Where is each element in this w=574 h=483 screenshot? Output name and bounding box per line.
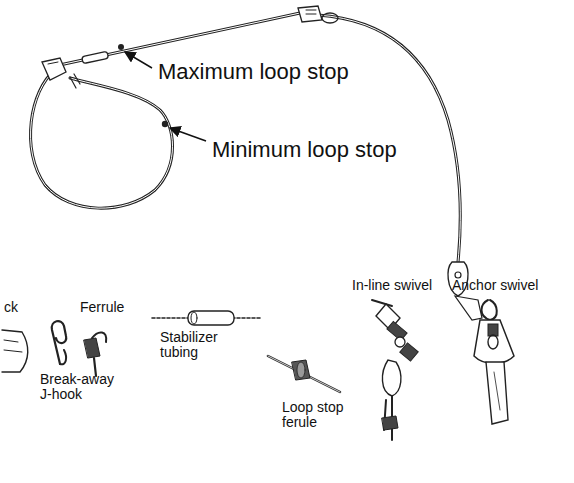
part-label: In-line swivel [352, 278, 432, 293]
callout-label: Maximum loop stop [158, 60, 349, 84]
callout-label: Minimum loop stop [212, 138, 397, 162]
part-label: Loop stop ferule [282, 400, 352, 431]
part-label: Stabilizer tubing [160, 330, 232, 361]
part-label: Ferrule [80, 300, 124, 315]
part-label: ck [4, 300, 18, 315]
part-label: Break-away J-hook [40, 372, 120, 403]
part-label: Anchor swivel [452, 278, 538, 293]
